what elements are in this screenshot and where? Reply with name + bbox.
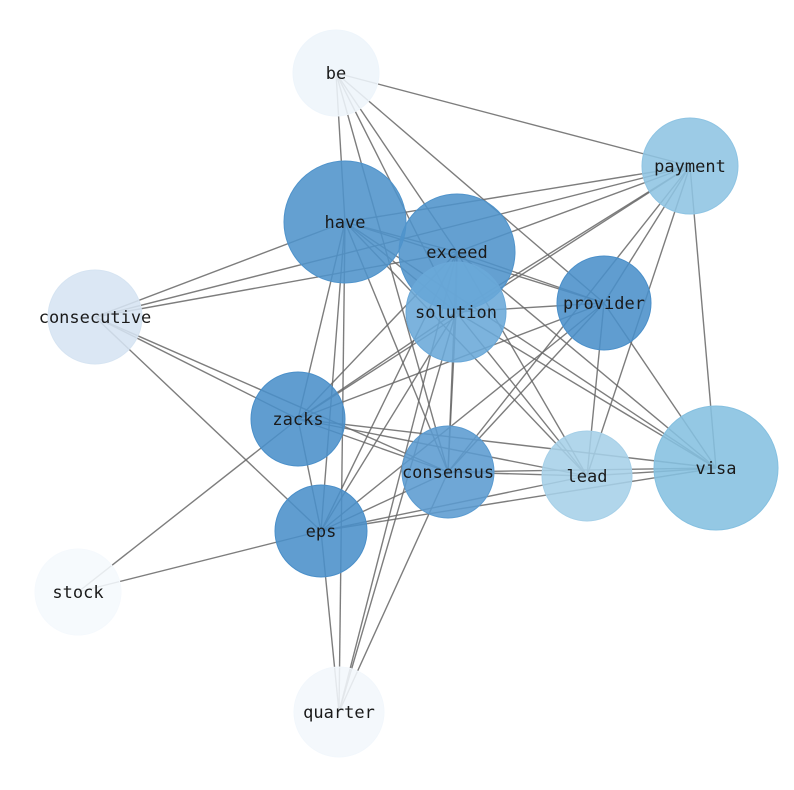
graph-edge [338, 311, 457, 713]
graph-node-be[interactable] [292, 29, 380, 117]
graph-edge [338, 221, 346, 713]
graph-node-consecutive[interactable] [47, 269, 143, 365]
graph-node-stock[interactable] [34, 548, 122, 636]
graph-edge [320, 302, 605, 532]
graph-node-quarter[interactable] [293, 666, 385, 758]
graph-edge [297, 418, 717, 469]
graph-node-label-be: be [326, 64, 346, 84]
graph-node-solution[interactable] [405, 261, 507, 363]
graph-node-label-consensus: consensus [402, 463, 494, 483]
graph-node-label-quarter: quarter [303, 703, 375, 723]
graph-edge [94, 316, 322, 532]
graph-node-lead[interactable] [541, 430, 633, 522]
graph-node-label-have: have [325, 213, 366, 233]
graph-node-eps[interactable] [274, 484, 368, 578]
graph-edge [94, 251, 458, 318]
graph-node-label-exceed: exceed [426, 243, 487, 263]
graph-node-label-lead: lead [567, 467, 608, 487]
graph-node-label-solution: solution [415, 303, 497, 323]
graph-node-payment[interactable] [641, 117, 739, 215]
graph-node-label-consecutive: consecutive [39, 308, 152, 328]
graph-node-label-stock: stock [52, 583, 103, 603]
graph-node-label-visa: visa [696, 459, 737, 479]
graph-node-label-zacks: zacks [272, 410, 323, 430]
graph-node-visa[interactable] [653, 405, 779, 531]
graph-node-label-provider: provider [563, 294, 645, 314]
graph-node-consensus[interactable] [401, 425, 495, 519]
graph-node-label-payment: payment [654, 157, 726, 177]
graph-node-label-eps: eps [306, 522, 337, 542]
graph-edge [335, 72, 691, 167]
graph-edge [320, 467, 717, 532]
edge-layer [77, 72, 717, 713]
node-layer [34, 29, 779, 758]
graph-node-have[interactable] [283, 160, 407, 284]
graph-edge [335, 72, 605, 304]
graph-node-zacks[interactable] [250, 371, 346, 467]
label-layer: be payment have exceed provider solution conse… [39, 64, 737, 723]
graph-node-provider[interactable] [556, 255, 652, 351]
